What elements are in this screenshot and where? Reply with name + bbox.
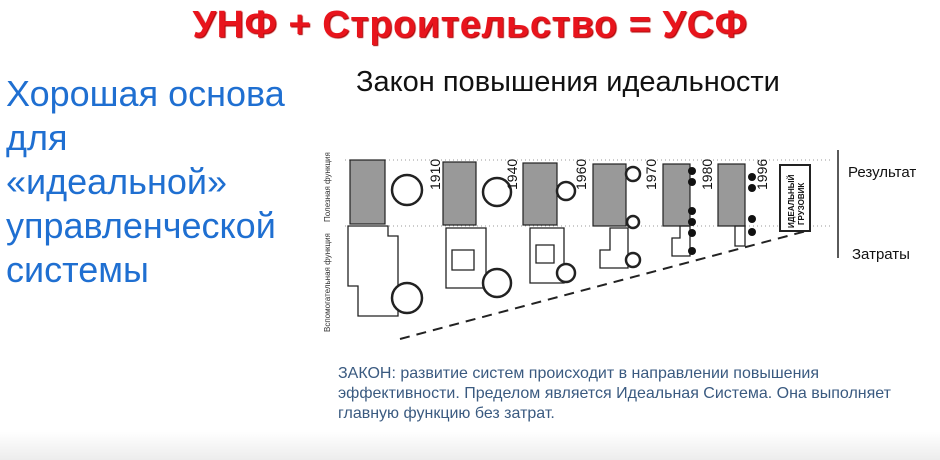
law-text: ЗАКОН: развитие систем происходит в напр… [338, 365, 891, 422]
left-line: Хорошая основа [6, 73, 285, 114]
label-auxiliary: Вспомогательная функция [323, 233, 332, 332]
left-line: для [6, 117, 68, 158]
cargo-1960 [522, 162, 558, 226]
ideal-box-line: ГРУЗОВИК [797, 183, 806, 225]
cargo-1940 [442, 161, 477, 226]
cargo-1980 [662, 163, 691, 227]
cargo-1996 [717, 163, 746, 227]
cost-trend-line [399, 229, 811, 340]
year-1960: 1960 [573, 159, 589, 190]
truck-cabs [347, 225, 746, 317]
year-1910: 1910 [427, 159, 443, 190]
slide-title: УНФ + Строительство = УСФ [192, 4, 748, 46]
left-line: «идеальной» [6, 161, 227, 202]
left-text: Хорошая основа для «идеальной» управленч… [6, 72, 285, 292]
year-1980: 1980 [699, 159, 715, 190]
left-line: управленческой [6, 205, 276, 246]
label-useful: Полезная функция [323, 152, 332, 222]
small-wheels [688, 167, 756, 255]
left-line: системы [6, 249, 149, 290]
wheels [390, 165, 642, 315]
ideal-truck-box [779, 164, 811, 232]
cargo-1970 [592, 163, 627, 227]
result-label: Результат [848, 164, 917, 181]
year-1970: 1970 [643, 159, 659, 190]
cargo-1910 [349, 159, 386, 225]
cost-label: Затраты [852, 246, 910, 263]
bottom-fade [0, 432, 940, 460]
year-1940: 1940 [504, 159, 520, 190]
ideal-box-line: ИДЕАЛЬНЫЙ [787, 174, 796, 228]
year-1996: 1996 [754, 159, 770, 190]
subtitle: Закон повышения идеальности [356, 66, 780, 98]
cargo-boxes [349, 159, 746, 227]
